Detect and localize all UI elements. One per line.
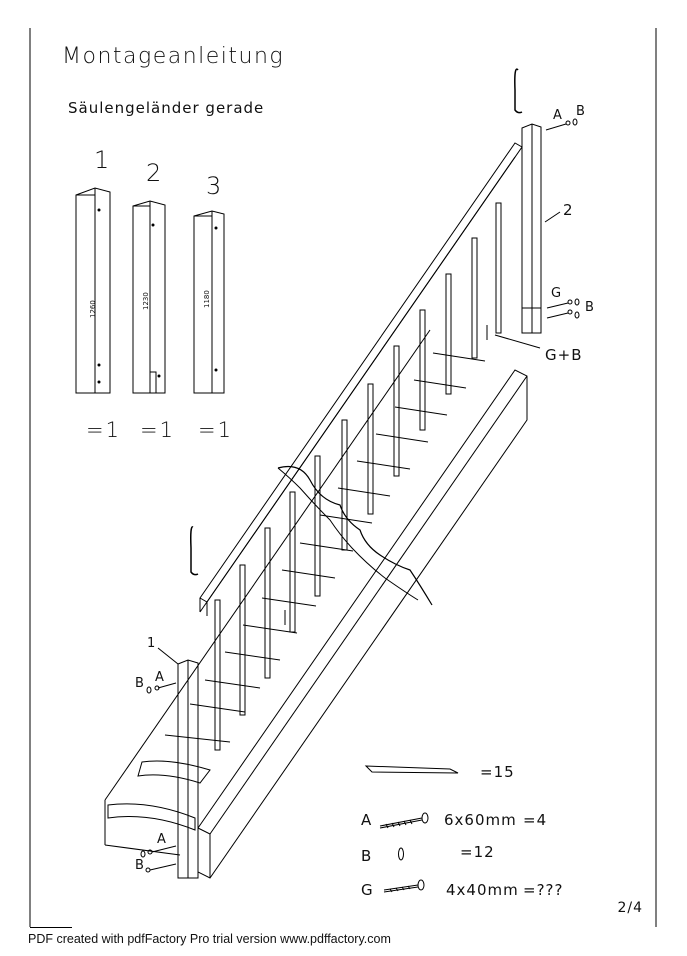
parts-a-code: A [361, 811, 373, 829]
callout-bottom-a2: A [157, 832, 166, 847]
parts-a-size: 6x60mm [444, 811, 517, 829]
callout-bottom-a1: A [155, 670, 164, 685]
page-subtitle: Säulengeländer gerade [68, 99, 265, 117]
post-1-quantity: =1 [86, 418, 121, 442]
parts-b-code: B [361, 847, 373, 865]
screw-a-icon [379, 812, 429, 829]
callout-g-plus-b: G+B [545, 346, 583, 364]
top-screws [486, 118, 580, 349]
parts-g-quantity: =??? [523, 881, 564, 899]
pdf-footer-note[interactable]: PDF created with pdfFactory Pro trial ve… [28, 932, 391, 946]
callout-top-b: B [576, 104, 585, 119]
callout-bottom-b2: B [135, 858, 144, 873]
post-number-2: 2 [146, 159, 162, 187]
post-2-drawing [132, 200, 166, 394]
break-line [277, 465, 433, 606]
parts-a-quantity: =4 [523, 811, 548, 829]
top-post [514, 68, 542, 334]
callout-top-a: A [553, 108, 562, 123]
post-3-quantity: =1 [198, 418, 233, 442]
dowel-b-icon [398, 847, 404, 861]
callout-bottom-post: 1 [147, 636, 156, 651]
parts-bar-quantity: =15 [480, 763, 515, 781]
post-3-drawing [193, 210, 225, 394]
post-1-drawing [75, 187, 111, 394]
callout-bottom-b1: B [135, 676, 144, 691]
callout-top-post: 2 [563, 201, 574, 219]
bottom-post [177, 526, 199, 879]
post-number-1: 1 [94, 146, 110, 174]
parts-b-quantity: =12 [460, 843, 495, 861]
callout-mid-b: B [585, 300, 594, 315]
baluster-bar-icon [364, 765, 459, 774]
balusters [214, 202, 502, 751]
parts-g-code: G [361, 881, 374, 899]
post-number-3: 3 [206, 172, 222, 200]
page-number: 2/4 [617, 900, 643, 916]
callout-mid-g: G [551, 286, 562, 301]
parts-g-size: 4x40mm [446, 881, 519, 899]
screw-g-icon [383, 879, 425, 893]
bottom-screws [140, 610, 286, 873]
page-title: Montageanleitung [62, 44, 285, 69]
footer-rule [30, 927, 72, 928]
post-2-quantity: =1 [140, 418, 175, 442]
